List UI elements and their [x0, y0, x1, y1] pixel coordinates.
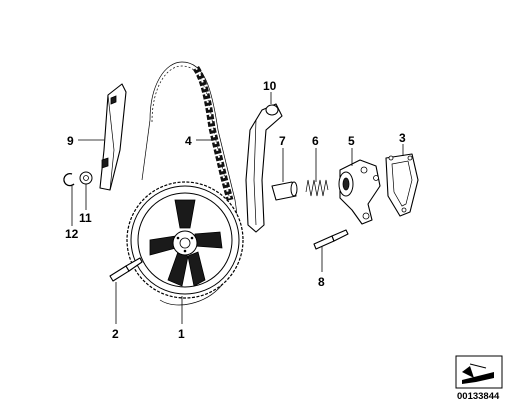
- chain-tensioner: [338, 159, 381, 225]
- callout-labels: 1 2 3 4 5 6 7 8 9 10 11 12: [65, 79, 406, 341]
- callout-10: 10: [263, 79, 277, 93]
- diagram-code: 00133844: [457, 391, 500, 402]
- callout-12: 12: [65, 227, 79, 241]
- diagram-logo: 00133844: [455, 355, 503, 402]
- washer: [79, 171, 93, 185]
- tensioner-rail: [245, 103, 283, 233]
- callout-4: 4: [185, 134, 192, 148]
- callout-5: 5: [348, 134, 355, 148]
- callout-3: 3: [399, 131, 406, 145]
- callout-8: 8: [318, 275, 325, 289]
- guide-rail: [99, 83, 127, 191]
- callout-2: 2: [112, 327, 119, 341]
- callout-7: 7: [279, 134, 286, 148]
- spring: [305, 179, 329, 197]
- callout-1: 1: [178, 327, 185, 341]
- parts-diagram-arrow-icon: [462, 363, 494, 384]
- tensioner-bolt: [313, 229, 349, 250]
- sprocket: [126, 181, 244, 299]
- callout-9: 9: [67, 134, 74, 148]
- circlip: [63, 172, 75, 187]
- leader-lines: [71, 92, 404, 324]
- sleeve: [271, 181, 298, 201]
- callout-11: 11: [79, 211, 92, 225]
- timing-chain: [141, 61, 238, 306]
- callout-6: 6: [312, 134, 319, 148]
- sprocket-bolt: [109, 257, 143, 282]
- gasket: [385, 153, 419, 217]
